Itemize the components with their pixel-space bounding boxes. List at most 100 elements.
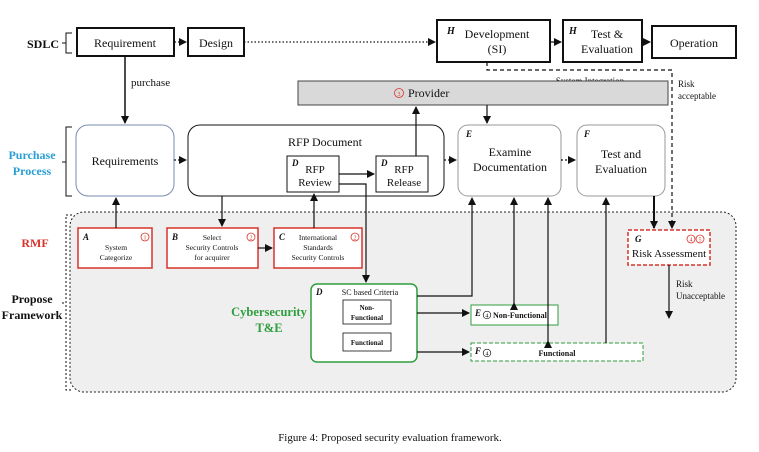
sdlc-design-box [187, 27, 245, 57]
label-purchase: purchase [131, 77, 170, 89]
label-risk-acceptable-2: acceptable [678, 91, 716, 101]
rmf-a-box [77, 227, 153, 269]
connector-system-integration [486, 62, 676, 229]
cyber-f-label: Functional [539, 349, 577, 358]
cyber-e-number-circle [482, 310, 492, 320]
arrow-cyber-examine [417, 197, 476, 297]
sdlc-development-tag: H [446, 26, 456, 37]
sdlc-design-label: Design [199, 36, 233, 50]
label-risk-unacceptable-2: Unacceptable [676, 291, 725, 301]
sdlc-operation-box [651, 25, 737, 59]
rfp-review-box [286, 155, 340, 193]
test-evaluation-box [576, 124, 666, 197]
cyber-e-number: 4 [486, 314, 489, 320]
test-evaluation-line2: Evaluation [595, 162, 647, 176]
cyber-f-box [470, 342, 644, 362]
side-label-rmf: RMF [21, 236, 48, 250]
rmf-c-box [273, 227, 363, 269]
rmf-b-line1: Select [203, 233, 222, 242]
cyber-nonfunctional-box [342, 299, 392, 325]
sdlc-test-line1: Test & [591, 27, 624, 41]
sdlc-test-box [562, 19, 643, 63]
rfp-release-box [375, 155, 429, 193]
sdlc-operation-label: Operation [670, 36, 718, 50]
rmf-a-number: 1 [144, 236, 147, 242]
sdlc-development-line1: Development [465, 27, 530, 41]
side-label-purchase: Purchase [8, 148, 56, 162]
cyber-f-tag: F [474, 346, 481, 356]
label-risk-acceptable-1: Risk [678, 79, 695, 89]
label-risk-unacceptable-1: Risk [676, 279, 693, 289]
rfp-review-tag: D [291, 158, 299, 168]
cyber-f-number: 4 [486, 352, 489, 358]
arrow-review-cyber [339, 183, 370, 283]
requirements-label: Requirements [92, 154, 159, 168]
rmf-c-line2: Standards [303, 243, 333, 252]
provider-box [297, 80, 669, 106]
sdlc-requirement-label: Requirement [94, 36, 157, 50]
cyber-d-tag: D [315, 287, 323, 297]
figure-caption: Figure 4: Proposed security evaluation f… [278, 432, 502, 444]
rmf-g-number1-circle [686, 234, 696, 244]
sdlc-development-line2: (SI) [488, 42, 507, 56]
sdlc-requirement-box [76, 27, 175, 57]
rmf-b-tag: B [171, 232, 178, 242]
rmf-a-tag: A [82, 232, 89, 242]
rfp-review-line1: RFP [305, 164, 325, 176]
rmf-c-line3: Security Controls [292, 253, 345, 262]
cyber-functional-box [342, 332, 392, 352]
cyber-title-1: Cybersecurity [231, 305, 307, 319]
rmf-g-number2: 5 [699, 238, 702, 244]
test-evaluation-line1: Test and [601, 147, 641, 161]
test-evaluation-tag: F [583, 129, 590, 139]
side-label-propose: Propose [11, 292, 53, 306]
rfp-document-label: RFP Document [288, 135, 363, 149]
examine-line2: Documentation [473, 160, 547, 174]
sdlc-test-tag: H [568, 26, 578, 37]
side-label-framework: Framework [2, 308, 63, 322]
rmf-c-line1: International [299, 233, 337, 242]
rfp-release-tag: D [380, 158, 388, 168]
rfp-release-line1: RFP [394, 164, 414, 176]
sdlc-development-box [436, 19, 551, 63]
rmf-g-number2-circle [695, 234, 705, 244]
rmf-g-tag: G [635, 234, 642, 244]
rmf-g-box [627, 229, 711, 266]
rfp-release-line2: Release [387, 177, 421, 189]
rmf-b-number: 2 [250, 236, 253, 242]
rmf-b-number-circle [246, 232, 256, 242]
provider-label: Provider [408, 86, 449, 100]
cyber-e-label: Non-Functional [493, 311, 548, 320]
rmf-b-line2: Security Controls [186, 243, 239, 252]
brace-purchase [62, 126, 72, 197]
cyber-e-tag: E [474, 308, 481, 318]
cyber-nonfunctional-line1: Non- [360, 304, 375, 312]
rfp-review-line2: Review [298, 177, 332, 189]
side-label-process: Process [13, 164, 52, 178]
rmf-a-line2: Categorize [100, 253, 133, 262]
rmf-a-number-circle [140, 232, 150, 242]
provider-number-circle [394, 88, 404, 98]
examine-tag: E [465, 129, 472, 139]
cyber-criteria: SC based Criteria [342, 288, 399, 297]
cyber-f-number-circle [482, 348, 492, 358]
brace-sdlc [62, 32, 72, 54]
cyber-title-2: T&E [255, 321, 282, 335]
rmf-g-label: Risk Assessment [632, 248, 706, 260]
rmf-b-line3: for acquirer [194, 253, 230, 262]
rmf-b-box [166, 227, 259, 269]
rmf-c-tag: C [279, 232, 286, 242]
side-label-sdlc: SDLC [27, 37, 59, 51]
rmf-a-line1: System [105, 243, 127, 252]
cyber-functional-label: Functional [351, 339, 383, 347]
examine-line1: Examine [489, 145, 532, 159]
sdlc-test-line2: Evaluation [581, 42, 633, 56]
provider-number: 3 [398, 92, 401, 98]
cyber-nonfunctional-line2: Functional [351, 314, 383, 322]
rmf-c-number: 2 [354, 236, 357, 242]
brace-framework [62, 214, 72, 391]
rmf-g-number1: 4 [690, 238, 693, 244]
rmf-c-number-circle [350, 232, 360, 242]
